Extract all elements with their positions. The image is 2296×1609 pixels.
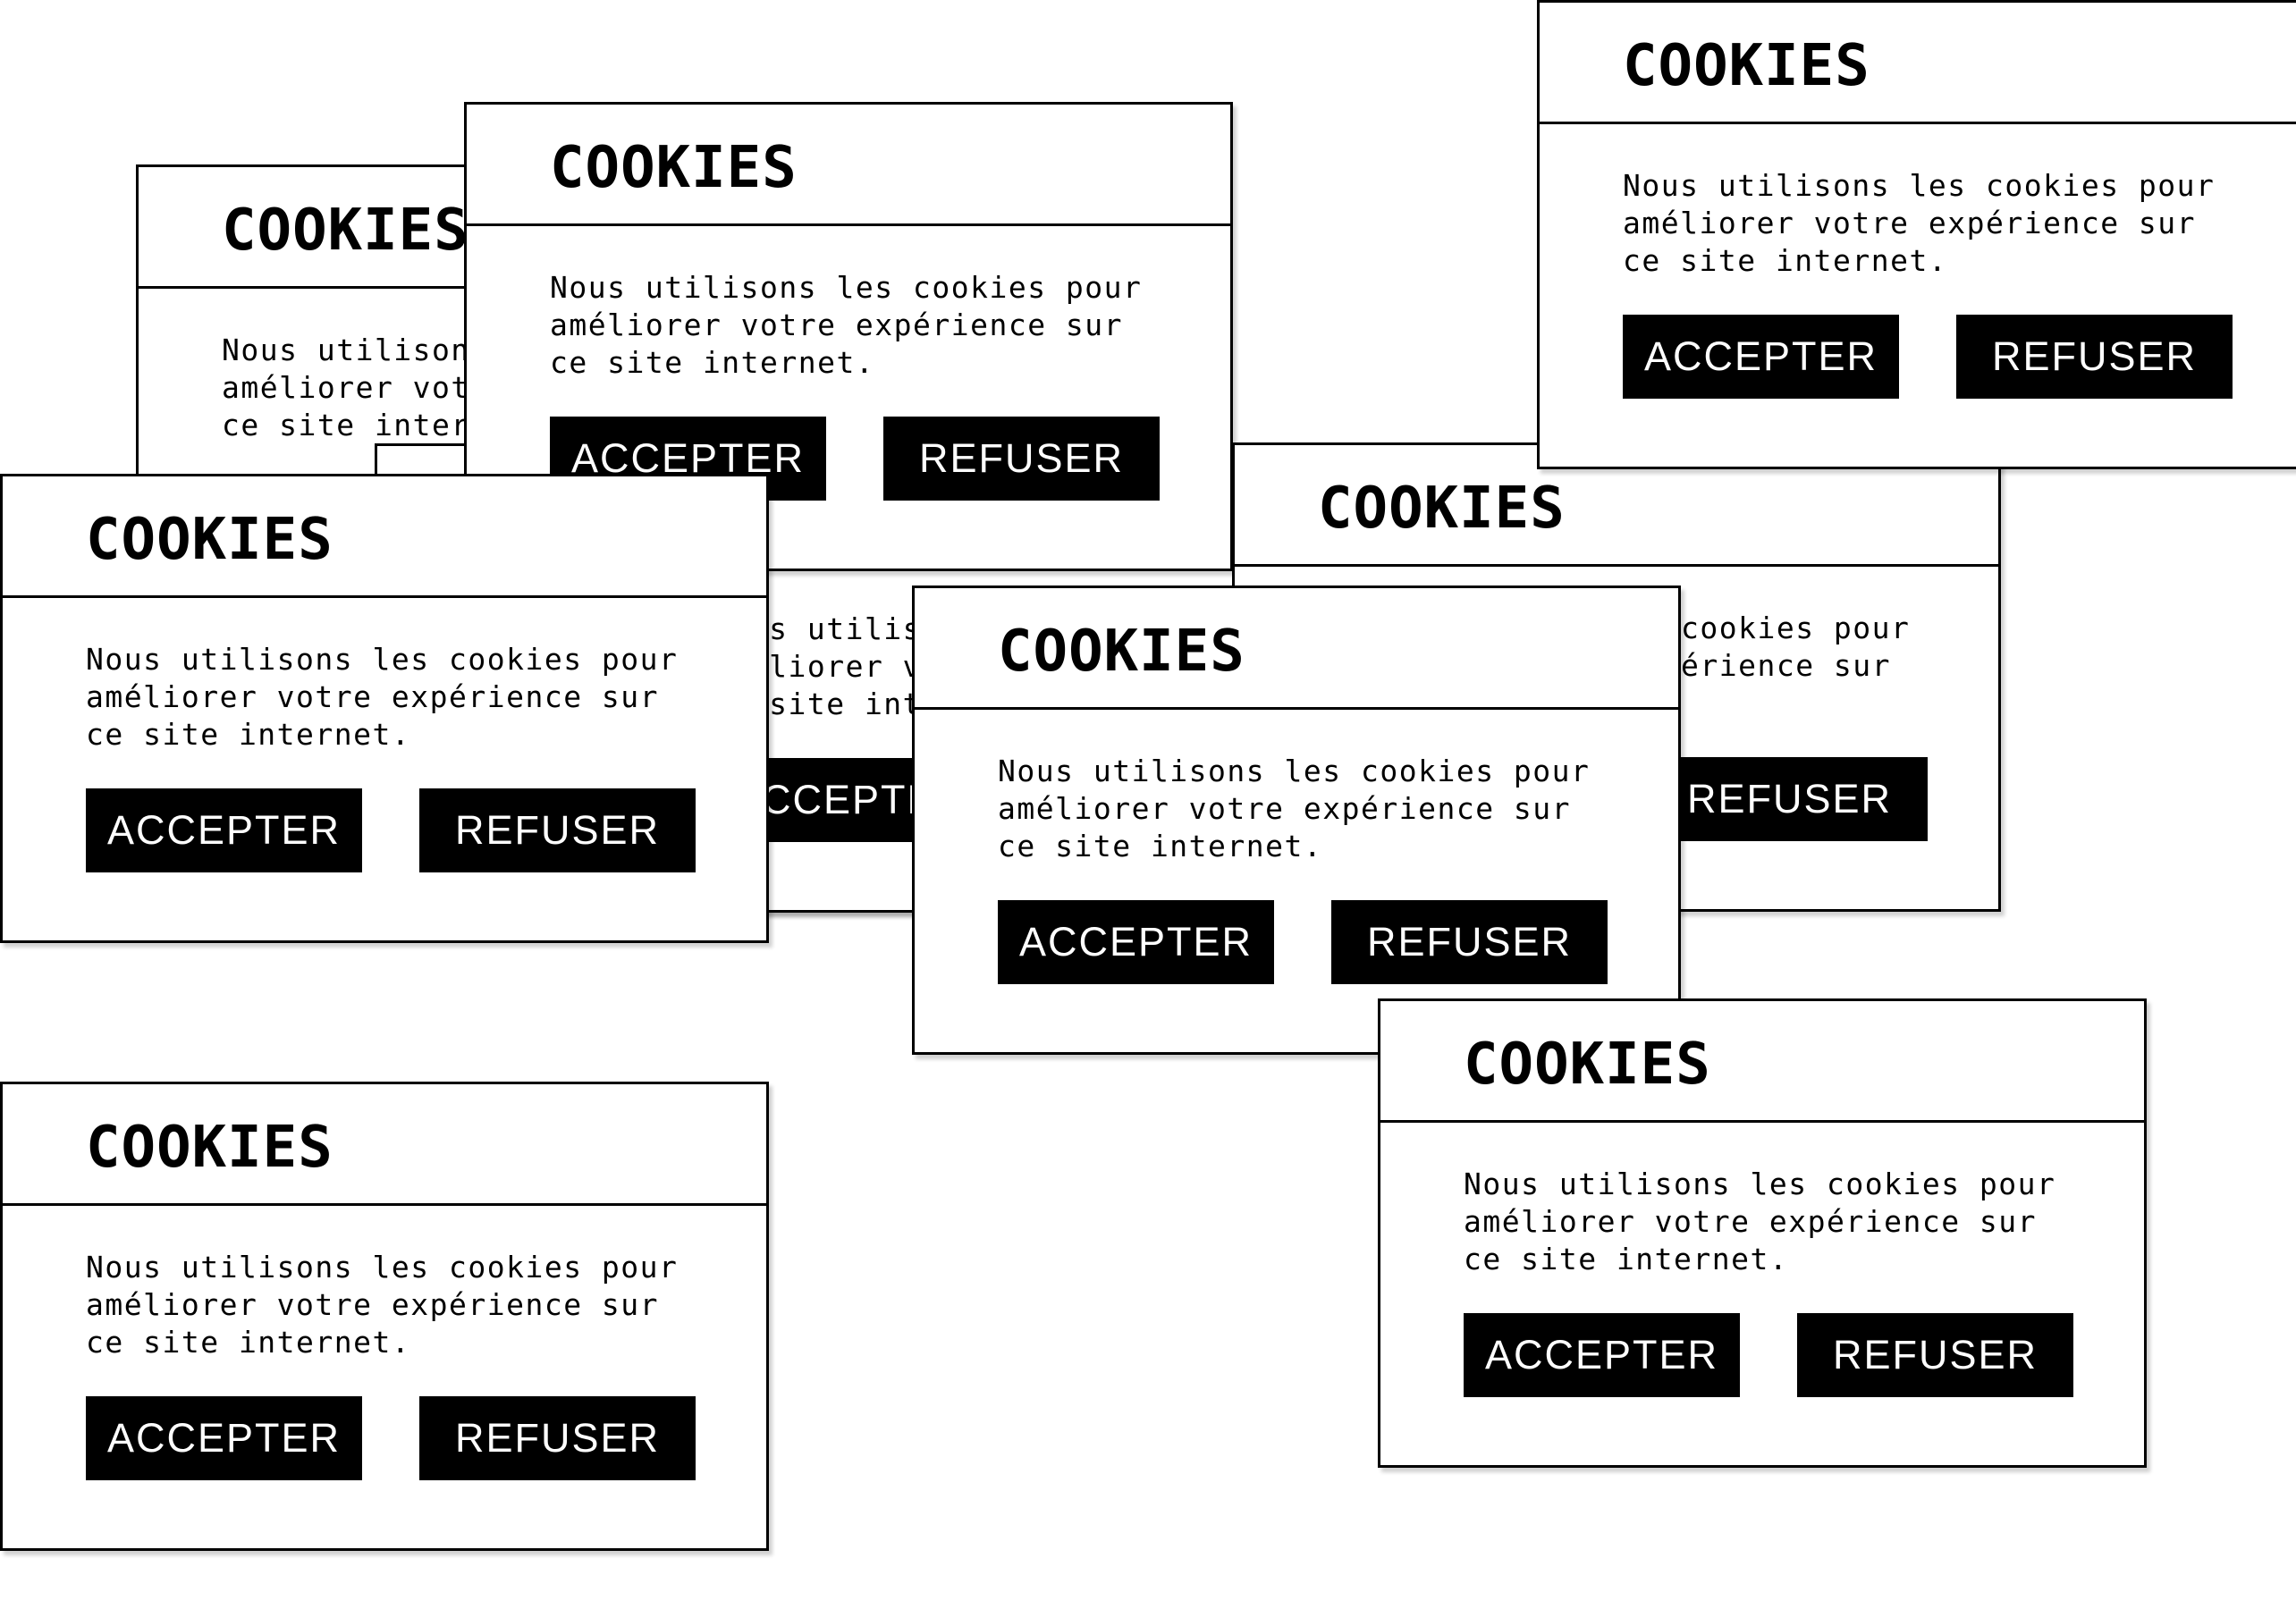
dialog-header: COOKIES <box>467 105 1230 226</box>
cookie-message-line: Nous utilisons les cookies pour <box>998 754 1591 788</box>
dialog-title: COOKIES <box>1464 1032 1711 1098</box>
dialog-body: Nous utilisons les cookies pour améliore… <box>915 710 1678 1052</box>
cookie-message: Nous utilisons les cookies pour améliore… <box>86 641 712 754</box>
cookie-message-line: améliorer votre expérience sur <box>86 679 660 714</box>
dialog-body: Nous utilisons les cookies pour améliore… <box>3 1206 766 1548</box>
cookie-dialog: COOKIES Nous utilisons les cookies pour … <box>1378 998 2147 1468</box>
refuse-button[interactable]: REFUSER <box>883 417 1160 501</box>
refuse-button[interactable]: REFUSER <box>1651 757 1928 841</box>
accept-button[interactable]: ACCEPTER <box>1623 315 1899 399</box>
refuse-button[interactable]: REFUSER <box>1331 900 1608 984</box>
cookie-dialog: COOKIES Nous utilisons les cookies pour … <box>0 474 769 943</box>
refuse-button[interactable]: REFUSER <box>1797 1313 2073 1397</box>
dialog-title: COOKIES <box>1318 476 1566 542</box>
cookie-message-line: Nous utilisons les cookies pour <box>1464 1167 2056 1201</box>
cookie-message-line: Nous utilisons les cookies pour <box>86 642 679 677</box>
cookie-message-line: Nous utilisons les cookies pour <box>1623 168 2216 203</box>
dialog-body: Nous utilisons les cookies pour améliore… <box>1540 124 2296 467</box>
cookie-dialog: COOKIES Nous utilisons les cookies pour … <box>1537 0 2296 469</box>
accept-button[interactable]: ACCEPTER <box>86 788 362 872</box>
cookie-message-line: ce site internet. <box>86 717 411 752</box>
cookie-message-line: ce site internet. <box>998 829 1323 863</box>
refuse-button[interactable]: REFUSER <box>419 788 696 872</box>
cookie-message: Nous utilisons les cookies pour améliore… <box>1623 167 2249 280</box>
dialog-header: COOKIES <box>3 476 766 598</box>
cookie-message: Nous utilisons les cookies pour améliore… <box>1464 1166 2089 1278</box>
cookie-message-line: ce site internet. <box>1623 243 1948 278</box>
dialog-title: COOKIES <box>86 1115 333 1181</box>
refuse-button[interactable]: REFUSER <box>419 1396 696 1480</box>
cookie-message-line: améliorer votre expérience sur <box>1623 206 2197 240</box>
dialog-body: Nous utilisons les cookies pour améliore… <box>1380 1123 2144 1465</box>
cookie-message: Nous utilisons les cookies pour améliore… <box>998 753 1624 865</box>
dialog-header: COOKIES <box>1540 3 2296 124</box>
cookie-dialog: COOKIES Nous utilisons les cookies pour … <box>0 1082 769 1551</box>
accept-button[interactable]: ACCEPTER <box>1464 1313 1740 1397</box>
dialog-title: COOKIES <box>86 507 333 573</box>
cookie-dialog: COOKIES Nous utilisons les cookies pour … <box>912 585 1681 1055</box>
dialog-title: COOKIES <box>222 198 469 264</box>
cookie-message-line: améliorer votre expérience sur <box>1464 1204 2038 1239</box>
accept-button[interactable]: ACCEPTER <box>86 1396 362 1480</box>
accept-button[interactable]: ACCEPTER <box>998 900 1274 984</box>
cookie-message-line: améliorer votre expérience sur <box>998 791 1572 826</box>
cookie-message: Nous utilisons les cookies pour améliore… <box>550 269 1176 382</box>
cookie-message-line: ce site internet. <box>550 345 875 380</box>
dialog-title: COOKIES <box>998 619 1245 685</box>
cookie-message-line: améliorer votre expérience sur <box>550 307 1124 342</box>
dialog-header: COOKIES <box>1380 1001 2144 1123</box>
dialog-header: COOKIES <box>3 1084 766 1206</box>
dialog-header: COOKIES <box>915 588 1678 710</box>
refuse-button[interactable]: REFUSER <box>1956 315 2233 399</box>
cookie-message-line: ce site internet. <box>86 1325 411 1360</box>
cookie-message-line: Nous utilisons les cookies pour <box>86 1250 679 1285</box>
dialog-header: COOKIES <box>1235 445 1998 567</box>
dialog-title: COOKIES <box>1623 33 1870 99</box>
dialog-title: COOKIES <box>550 135 798 201</box>
cookie-message-line: Nous utilisons les cookies pour <box>550 270 1143 305</box>
cookie-message-line: améliorer votre expérience sur <box>86 1287 660 1322</box>
cookie-message: Nous utilisons les cookies pour améliore… <box>86 1249 712 1361</box>
cookie-message-line: ce site internet. <box>1464 1242 1789 1276</box>
dialog-body: Nous utilisons les cookies pour améliore… <box>3 598 766 940</box>
